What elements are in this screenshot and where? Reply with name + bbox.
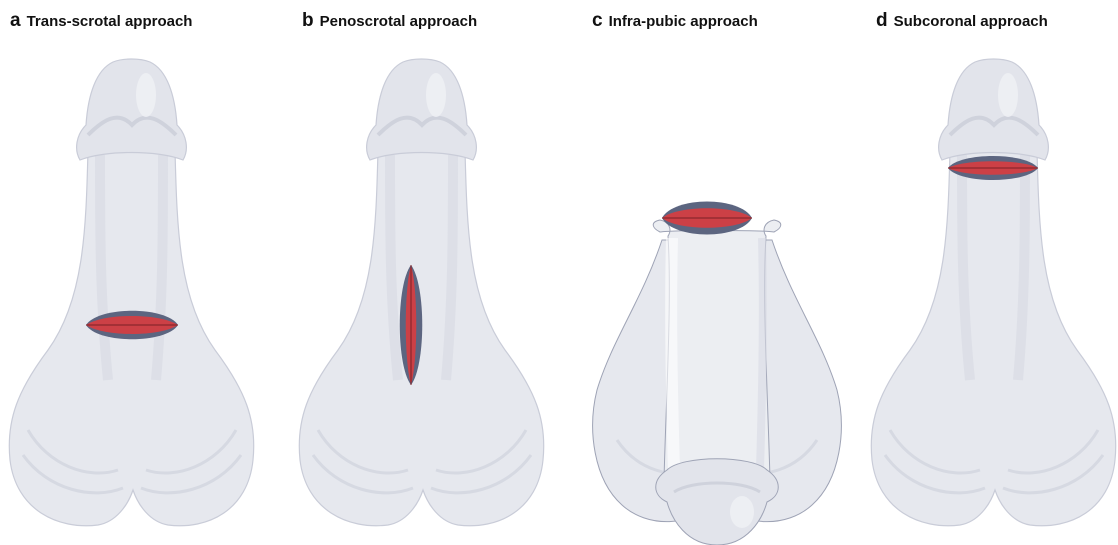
incision — [662, 202, 752, 235]
glans-shape — [939, 59, 1049, 160]
subcoronal-illustration — [872, 0, 1118, 545]
penis-scrotum-figure — [299, 59, 543, 526]
glans-shape — [77, 59, 187, 160]
scrotum-shape — [871, 150, 1115, 526]
penis-scrotum-figure — [9, 59, 253, 526]
penoscrotal-illustration — [298, 0, 558, 545]
trans-scrotal-illustration — [8, 0, 268, 545]
glans-shape — [367, 59, 477, 160]
penis-scrotum-figure — [871, 59, 1115, 526]
glans-shape — [656, 459, 779, 545]
panel-a: aTrans-scrotal approach — [8, 0, 268, 545]
infra-pubic-illustration — [592, 0, 852, 545]
infrapubic-figure — [593, 220, 842, 545]
panel-b: bPenoscrotal approach — [298, 0, 558, 545]
panel-d: dSubcoronal approach — [872, 0, 1118, 545]
panel-c: cInfra-pubic approach — [592, 0, 852, 545]
